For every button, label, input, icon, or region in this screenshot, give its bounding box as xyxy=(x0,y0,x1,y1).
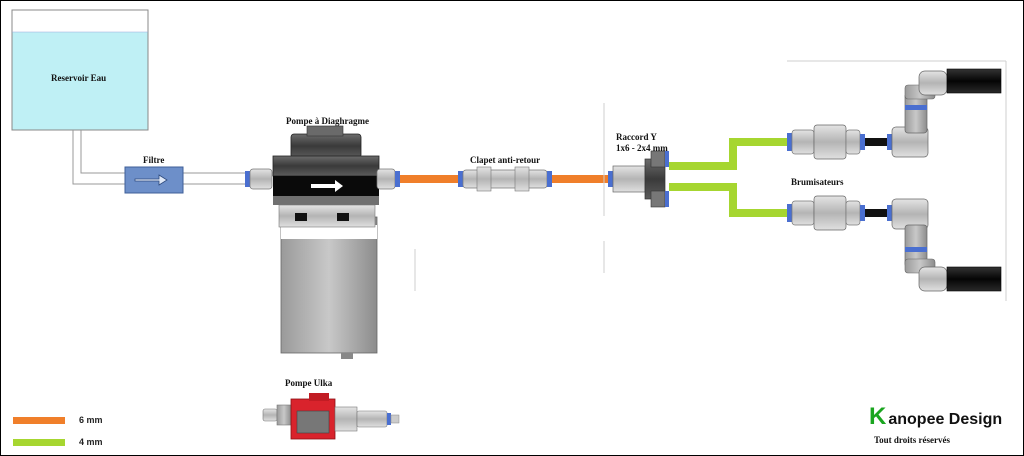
tube-6mm-pump-to-valve xyxy=(400,175,458,183)
check-valve xyxy=(458,166,552,192)
mister-lower xyxy=(787,195,1002,292)
y-fitting-label-line1: Raccord Y xyxy=(616,132,657,142)
y-fitting xyxy=(608,150,669,208)
pump-inlet-fitting xyxy=(245,168,273,190)
pump-outlet-fitting xyxy=(376,168,400,190)
check-valve-label: Clapet anti-retour xyxy=(470,155,541,165)
tube-6mm-valve-to-y xyxy=(552,175,608,183)
legend-swatch-4mm xyxy=(13,438,65,446)
brand-name: anopee Design xyxy=(888,411,1003,428)
brand-logo: K anopee Design xyxy=(869,403,1002,431)
guide-lines xyxy=(414,60,1007,301)
misters-label: Brumisateurs xyxy=(791,177,844,187)
legend-label-4mm: 4 mm xyxy=(79,437,103,447)
suction-tube xyxy=(72,130,245,185)
water-reservoir xyxy=(11,9,149,131)
brand-initial: K xyxy=(869,403,887,430)
ulka-pump xyxy=(262,393,400,440)
tube-4mm-branches xyxy=(669,138,787,217)
legend-swatch-6mm xyxy=(13,416,65,424)
filter xyxy=(124,166,184,194)
ulka-pump-label: Pompe Ulka xyxy=(285,378,333,388)
mister-upper xyxy=(787,68,1002,160)
reservoir-label: Reservoir Eau xyxy=(51,73,107,83)
y-fitting-label-line2: 1x6 - 2x4 mm xyxy=(616,143,668,154)
filter-label: Filtre xyxy=(143,155,165,165)
pump-label: Pompe à Diaghragme xyxy=(286,116,369,126)
legend-item-6mm: 6 mm xyxy=(13,415,103,425)
rights-text: Tout droits réservés xyxy=(874,435,950,445)
y-fitting-label: Raccord Y 1x6 - 2x4 mm xyxy=(616,132,668,155)
diaphragm-pump xyxy=(272,125,380,359)
legend-label-6mm: 6 mm xyxy=(79,415,103,425)
legend-item-4mm: 4 mm xyxy=(13,437,103,447)
